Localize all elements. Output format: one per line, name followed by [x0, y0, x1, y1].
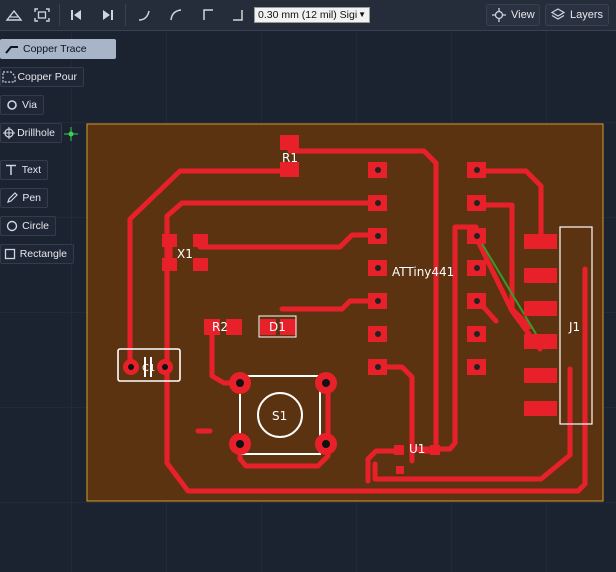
- tool-pen[interactable]: Pen: [0, 188, 48, 208]
- tool-copper-pour[interactable]: Copper Pour: [0, 67, 84, 87]
- tool-drillhole[interactable]: Drillhole: [0, 123, 62, 143]
- skip-last-icon[interactable]: [96, 4, 120, 26]
- circle-icon: [1, 220, 22, 232]
- label-r2: R2: [212, 320, 228, 334]
- u1-pad[interactable]: [394, 445, 404, 455]
- label-r1: R1: [282, 151, 298, 165]
- d1-silkscreen: [258, 315, 297, 338]
- s1-switch[interactable]: [229, 372, 337, 455]
- tool-circle[interactable]: Circle: [0, 216, 56, 236]
- label-s1: S1: [272, 409, 287, 423]
- tool-via[interactable]: Via: [0, 95, 44, 115]
- r1-pads[interactable]: [280, 135, 299, 177]
- r2-pad[interactable]: [226, 319, 242, 335]
- c1-capacitor[interactable]: [117, 348, 181, 382]
- via-icon: [1, 99, 22, 111]
- text-icon: [1, 164, 22, 176]
- trace-icon: [1, 43, 23, 55]
- trace-width-select[interactable]: 0.30 mm (12 mil) Sigi ▼: [254, 7, 370, 23]
- toolbar-divider: [59, 4, 60, 26]
- u1-pad[interactable]: [430, 445, 440, 455]
- x1-pads[interactable]: [162, 234, 208, 271]
- corner-curve-left-icon[interactable]: [132, 4, 156, 26]
- label-j1: J1: [568, 320, 580, 334]
- layers-button[interactable]: Layers: [545, 4, 609, 26]
- trace-width-value: 0.30 mm (12 mil) Sigi: [258, 9, 358, 21]
- ratsnest-line: [477, 236, 546, 350]
- view-label: View: [511, 9, 535, 21]
- ic-pads[interactable]: [368, 162, 486, 375]
- label-d1: D1: [269, 320, 286, 334]
- j1-silkscreen: [559, 226, 593, 425]
- origin-marker: [64, 127, 78, 141]
- d1-pad[interactable]: [280, 319, 296, 335]
- layers-icon: [546, 8, 570, 22]
- skip-first-icon[interactable]: [64, 4, 88, 26]
- tool-copper-trace[interactable]: Copper Trace: [0, 39, 116, 59]
- corner-square-right-icon[interactable]: [226, 4, 250, 26]
- crosshair-icon: [487, 8, 511, 22]
- pcb-canvas[interactable]: R1 X1 R2 D1 S1 U1 J1 ATTiny441 C1 Copper…: [0, 31, 616, 572]
- layers-label: Layers: [570, 9, 604, 21]
- chevron-down-icon: ▼: [358, 10, 366, 19]
- top-toolbar: 0.30 mm (12 mil) Sigi ▼ View Layers: [0, 0, 616, 31]
- label-x1: X1: [177, 247, 193, 261]
- rectangle-icon: [1, 248, 20, 260]
- j1-pads[interactable]: [524, 234, 557, 416]
- tool-rectangle[interactable]: Rectangle: [0, 244, 74, 264]
- view-button[interactable]: View: [486, 4, 540, 26]
- corner-curve-right-icon[interactable]: [164, 4, 188, 26]
- fit-screen-icon[interactable]: [30, 4, 54, 26]
- tool-text[interactable]: Text: [0, 160, 48, 180]
- pen-icon: [1, 192, 22, 204]
- u1-pad[interactable]: [396, 466, 404, 474]
- label-u1: U1: [409, 442, 425, 456]
- toolbar-divider: [125, 4, 126, 26]
- d1-pad[interactable]: [260, 319, 276, 335]
- label-c1: C1: [142, 363, 155, 374]
- pour-icon: [1, 71, 17, 83]
- r2-pad[interactable]: [204, 319, 220, 335]
- board-view-icon[interactable]: [2, 4, 26, 26]
- corner-square-left-icon[interactable]: [196, 4, 220, 26]
- label-attiny: ATTiny441: [392, 265, 454, 279]
- drillhole-icon: [1, 127, 17, 139]
